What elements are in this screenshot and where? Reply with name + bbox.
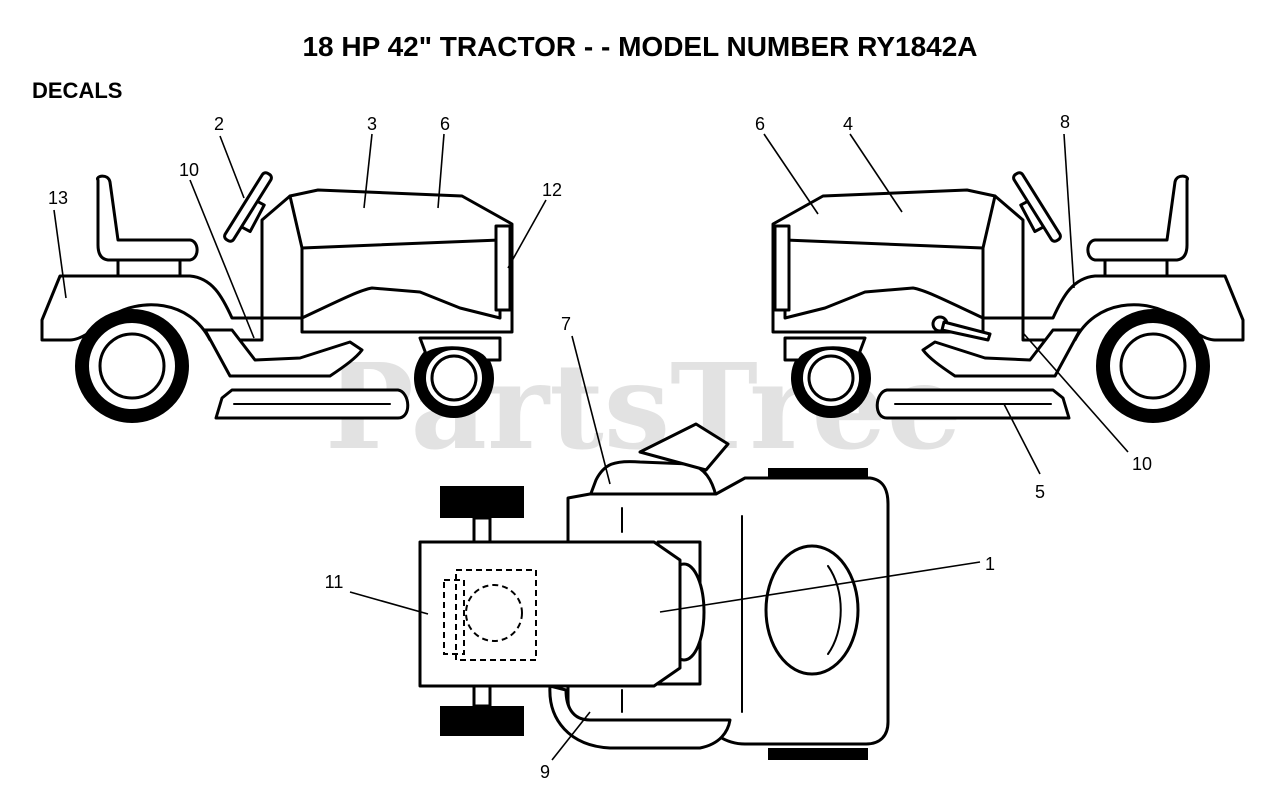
tractor-left-side-view <box>40 171 514 423</box>
callout-10-right: 10 <box>1132 454 1152 474</box>
callout-4: 4 <box>843 114 853 134</box>
section-label: DECALS <box>32 78 122 103</box>
callout-6-left: 6 <box>440 114 450 134</box>
callout-13: 13 <box>48 188 68 208</box>
callout-6-right: 6 <box>755 114 765 134</box>
tractor-top-view <box>418 422 890 760</box>
callout-11: 11 <box>325 572 344 592</box>
leader-lines <box>53 133 1129 761</box>
callout-8: 8 <box>1060 112 1070 132</box>
tractor-right-side-view <box>771 171 1245 423</box>
lift-lever <box>931 315 992 342</box>
callout-2: 2 <box>214 114 224 134</box>
callout-12: 12 <box>542 180 562 200</box>
callout-numbers: 1 2 3 4 5 6 6 7 8 9 10 10 11 12 13 <box>48 112 1152 782</box>
callout-5: 5 <box>1035 482 1045 502</box>
callout-10-left: 10 <box>179 160 199 180</box>
callout-3: 3 <box>367 114 377 134</box>
callout-7: 7 <box>561 314 571 334</box>
page-title: 18 HP 42" TRACTOR - - MODEL NUMBER RY184… <box>302 31 977 62</box>
callout-9: 9 <box>540 762 550 782</box>
callout-1: 1 <box>985 554 995 574</box>
